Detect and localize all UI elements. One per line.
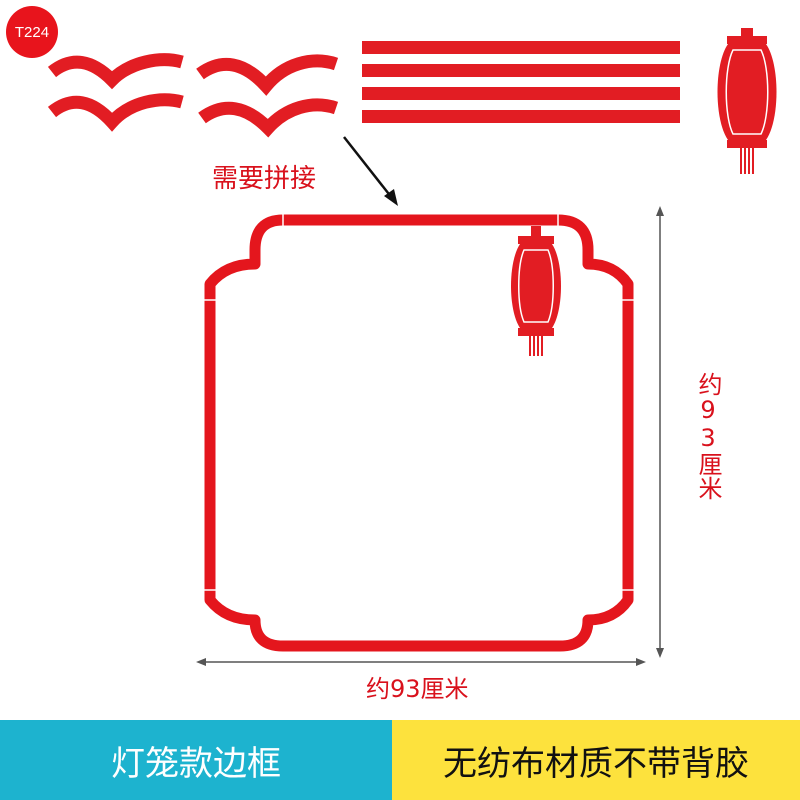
- footer-material-banner: 无纺布材质不带背胶: [392, 720, 800, 800]
- product-code-badge: T224: [6, 6, 58, 58]
- lantern-icon: [717, 28, 777, 174]
- wave-pieces-group: [47, 53, 339, 138]
- strip-2: [362, 64, 680, 77]
- dimension-horizontal: [196, 658, 646, 666]
- wave-piece-icon: [47, 53, 184, 90]
- lantern-frame: [204, 214, 634, 652]
- straight-strips: [362, 41, 680, 123]
- wave-piece-icon: [196, 54, 339, 96]
- strip-3: [362, 87, 680, 100]
- arrow-down-right-icon: [343, 136, 398, 206]
- width-label: 约93厘米: [366, 675, 469, 703]
- dimension-vertical: [656, 206, 664, 658]
- strip-1: [362, 41, 680, 54]
- wave-piece-icon: [47, 93, 184, 132]
- footer-style-banner: 灯笼款边框: [0, 720, 392, 800]
- wave-piece-icon: [198, 98, 339, 138]
- strip-4: [362, 110, 680, 123]
- footer-material-text: 无纺布材质不带背胶: [443, 743, 749, 784]
- join-note: 需要拼接: [212, 164, 317, 194]
- lantern-icon: [511, 226, 561, 356]
- footer-style-text: 灯笼款边框: [111, 743, 281, 784]
- badge-label: T224: [14, 23, 50, 41]
- height-label: 约93厘米: [694, 372, 722, 500]
